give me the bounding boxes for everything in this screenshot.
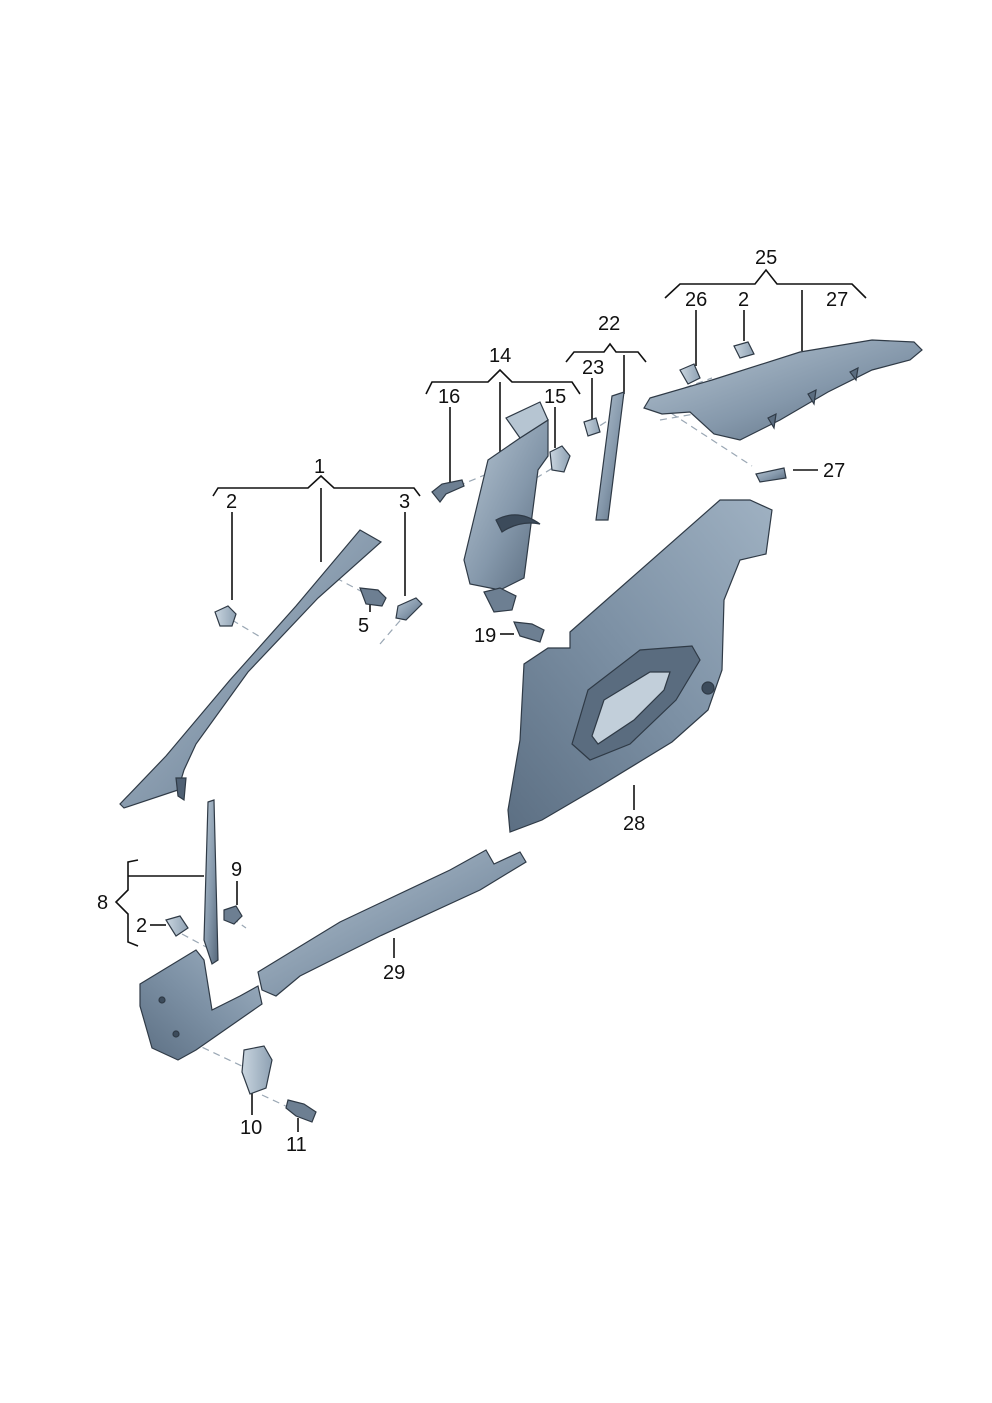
bolt-part-19	[513, 621, 545, 643]
b-pillar-upper-trim	[463, 401, 549, 613]
rear-pillar-trim	[643, 339, 923, 441]
callout-2: 2	[226, 491, 237, 513]
callout-19: 19	[474, 625, 496, 647]
nut-part-9	[223, 905, 243, 925]
callout-15: 15	[544, 386, 566, 408]
bolt-part-5	[359, 587, 387, 607]
callout-11: 11	[286, 1134, 307, 1156]
b-pillar-lower-trim	[139, 799, 263, 1061]
callout-16: 16	[438, 386, 460, 408]
clip-part-23	[583, 417, 601, 437]
a-pillar-trim	[119, 529, 383, 809]
cap-part-27	[755, 467, 787, 483]
callout-2: 2	[738, 289, 749, 311]
bolt-part-11	[285, 1099, 317, 1123]
bracket-part-10	[241, 1045, 273, 1095]
callout-27: 27	[826, 289, 848, 311]
callout-3: 3	[399, 491, 410, 513]
clip-part-26	[679, 363, 701, 385]
callout-14: 14	[489, 345, 511, 367]
clip-part-15	[549, 445, 571, 473]
retaining-clip-part-2-lower	[165, 915, 189, 937]
callout-28: 28	[623, 813, 645, 835]
rear-side-trim-panel	[507, 499, 773, 833]
callout-22: 22	[598, 313, 620, 335]
callout-10: 10	[240, 1117, 262, 1139]
cap-part-3	[395, 597, 423, 621]
callout-25: 25	[755, 247, 777, 269]
retaining-clip-part-2	[214, 605, 237, 627]
callout-labels: 1 2 3 5 14 16 15 19 22 23 25 26 2 27 27 …	[97, 247, 848, 1156]
retaining-clip-part-2-right	[733, 341, 755, 359]
screw-part-16	[431, 479, 465, 503]
callout-26: 26	[685, 289, 707, 311]
callout-23: 23	[582, 357, 604, 379]
callout-8: 8	[97, 892, 108, 914]
leader-lines	[114, 268, 867, 1132]
trim-strip-part-22	[595, 391, 625, 521]
callout-9: 9	[231, 859, 242, 881]
callout-27: 27	[823, 460, 845, 482]
callout-5: 5	[358, 615, 369, 637]
callout-2: 2	[136, 915, 147, 937]
sill-trim	[257, 849, 527, 997]
callout-1: 1	[314, 456, 325, 478]
callout-29: 29	[383, 962, 405, 984]
